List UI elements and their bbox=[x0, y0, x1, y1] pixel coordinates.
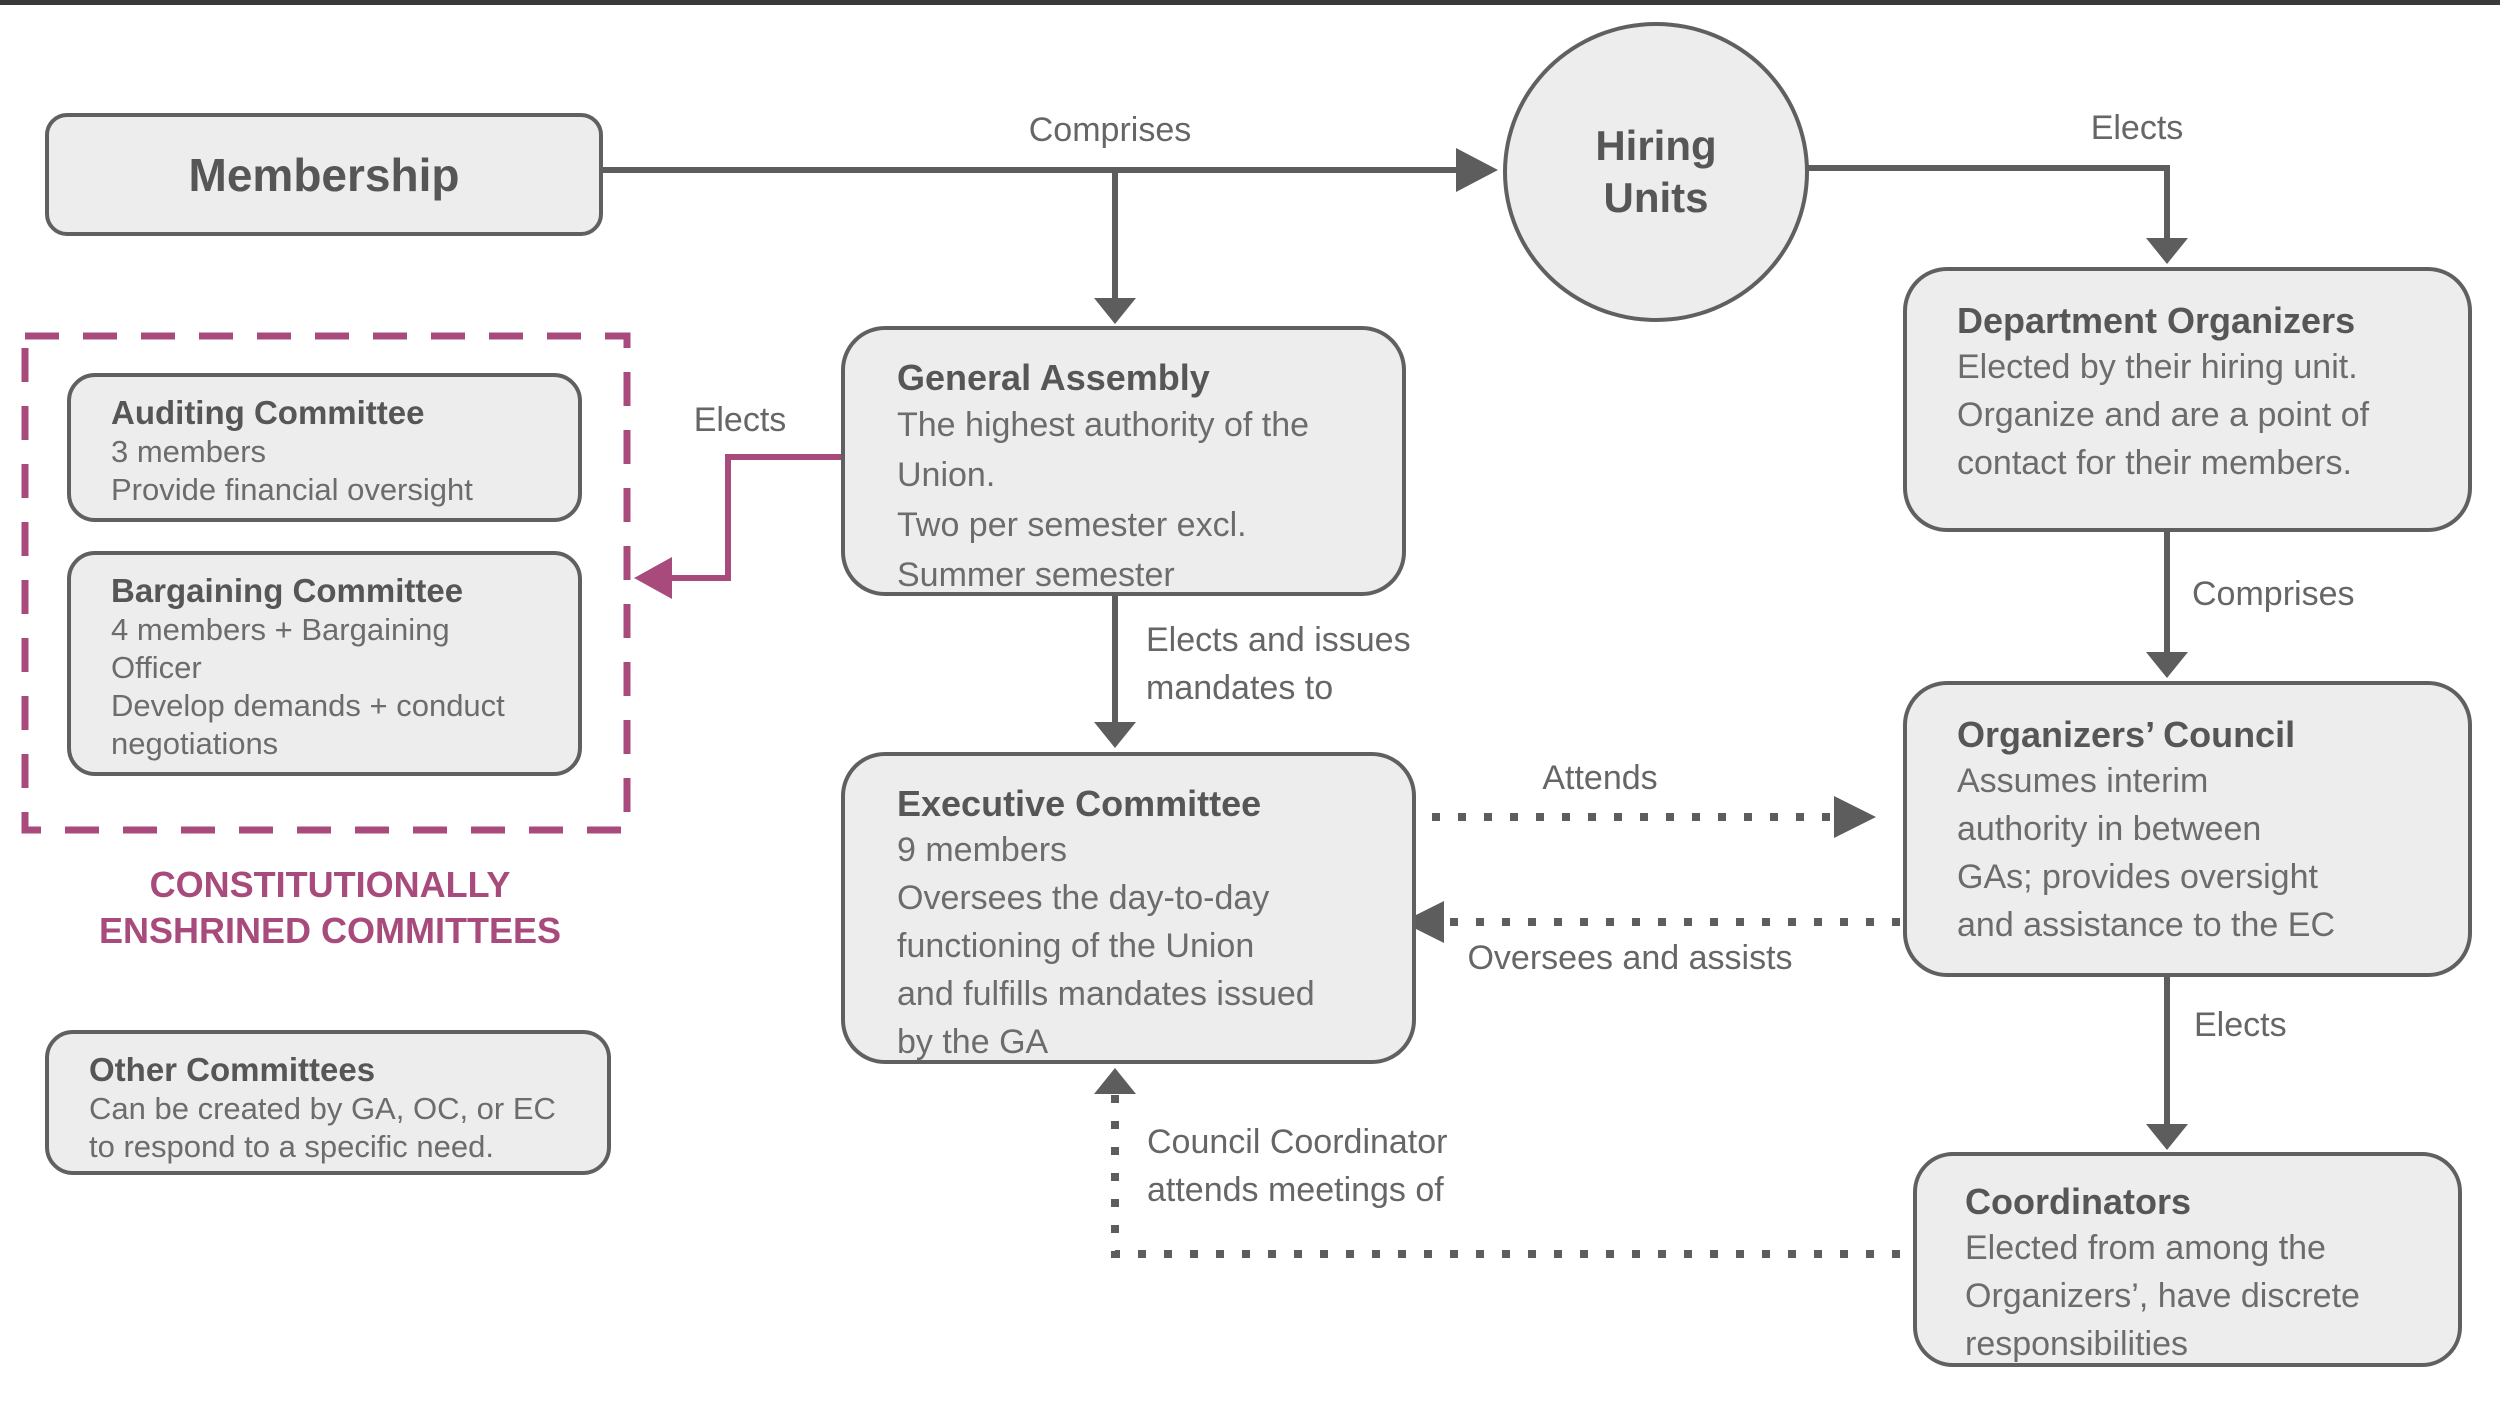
edge-label-attends: Attends bbox=[1542, 759, 1658, 797]
general-assembly-node: General Assembly The highest authority o… bbox=[841, 326, 1406, 596]
organizers-council-body-line: authority in between bbox=[1957, 810, 2262, 848]
edge-label-council-coordinator-line1: Council Coordinator bbox=[1147, 1123, 1448, 1161]
coordinators-node: Coordinators Elected from among the Orga… bbox=[1913, 1152, 2462, 1367]
arrowhead-up-icon bbox=[1094, 1068, 1136, 1094]
bargaining-committee-title: Bargaining Committee bbox=[111, 572, 464, 609]
edge-label-elects-mandates: Elects and issues mandates to bbox=[1146, 616, 1411, 712]
executive-committee-body-line: 9 members bbox=[897, 831, 1068, 869]
executive-committee-body-line: by the GA bbox=[897, 1023, 1049, 1061]
auditing-committee-body-line: 3 members bbox=[111, 434, 267, 469]
edge-label-elects-top-right: Elects bbox=[2090, 109, 2184, 147]
arrowhead-down-icon bbox=[2146, 1124, 2188, 1150]
organizers-council-body-line: GAs; provides oversight bbox=[1957, 858, 2318, 896]
general-assembly-body-line: Union. bbox=[897, 456, 996, 494]
executive-committee-body-line: Oversees the day-to-day bbox=[897, 879, 1270, 917]
auditing-committee-body-line: Provide financial oversight bbox=[111, 472, 473, 507]
arrowhead-down-icon bbox=[1094, 298, 1136, 324]
bargaining-committee-body-line: Develop demands + conduct bbox=[111, 688, 505, 723]
edge-label-elects-mandates-line1: Elects and issues bbox=[1146, 621, 1411, 659]
general-assembly-body-line: Two per semester excl. bbox=[897, 506, 1247, 544]
executive-committee-body-line: and fulfills mandates issued bbox=[897, 975, 1315, 1013]
bargaining-committee-body-line: negotiations bbox=[111, 726, 279, 761]
membership-title: Membership bbox=[188, 148, 460, 201]
bargaining-committee-node: Bargaining Committee 4 members + Bargain… bbox=[67, 551, 582, 776]
other-committees-title: Other Committees bbox=[89, 1051, 376, 1088]
other-committees-body-line: Can be created by GA, OC, or EC bbox=[89, 1091, 556, 1126]
edge-label-council-coordinator-line2: attends meetings of bbox=[1147, 1171, 1444, 1209]
coordinators-body-line: responsibilities bbox=[1965, 1325, 2188, 1363]
hiring-units-title-line1: Hiring bbox=[1595, 122, 1717, 169]
bargaining-committee-body-line: Officer bbox=[111, 650, 202, 685]
general-assembly-body-line: Summer semester bbox=[897, 556, 1175, 594]
membership-node: Membership bbox=[45, 113, 603, 236]
edge-label-comprises-top: Comprises bbox=[1028, 111, 1192, 149]
executive-committee-node: Executive Committee 9 members Oversees t… bbox=[841, 752, 1416, 1064]
edge-hiring-to-department-organizers bbox=[1807, 165, 2170, 238]
general-assembly-title: General Assembly bbox=[897, 357, 1210, 398]
auditing-committee-title: Auditing Committee bbox=[111, 394, 425, 431]
organizers-council-body-line: Assumes interim bbox=[1957, 762, 2209, 800]
organizers-council-body-line: and assistance to the EC bbox=[1957, 906, 2336, 944]
department-organizers-title: Department Organizers bbox=[1957, 300, 2356, 341]
edge-ga-elects-committees bbox=[672, 454, 841, 581]
arrowhead-left-pink-icon bbox=[634, 557, 672, 599]
caption-line2: ENSHRINED COMMITTEES bbox=[98, 910, 562, 951]
constitutional-committees-dashed-frame bbox=[21, 332, 631, 834]
auditing-committee-node: Auditing Committee 3 members Provide fin… bbox=[67, 373, 582, 522]
edge-label-elects-ga: Elects bbox=[693, 401, 787, 439]
other-committees-node: Other Committees Can be created by GA, O… bbox=[45, 1030, 611, 1175]
arrowhead-right-icon bbox=[1456, 148, 1498, 192]
executive-committee-body-line: functioning of the Union bbox=[897, 927, 1255, 965]
edge-label-elects-mandates-line2: mandates to bbox=[1146, 669, 1334, 707]
department-organizers-body-line: Organize and are a point of bbox=[1957, 396, 2370, 434]
arrowhead-left-icon bbox=[1402, 901, 1444, 943]
edge-coordinator-attends-ec bbox=[1111, 1094, 1900, 1258]
bargaining-committee-body-line: 4 members + Bargaining bbox=[111, 612, 450, 647]
executive-committee-title: Executive Committee bbox=[897, 783, 1262, 824]
arrowhead-down-icon bbox=[2146, 652, 2188, 678]
edge-label-oversees-and-assists: Oversees and assists bbox=[1467, 939, 1793, 977]
other-committees-body-line: to respond to a specific need. bbox=[89, 1129, 494, 1164]
hiring-units-title-line2: Units bbox=[1603, 174, 1709, 221]
coordinators-body-line: Elected from among the bbox=[1965, 1229, 2326, 1267]
organizers-council-node: Organizers’ Council Assumes interim auth… bbox=[1903, 681, 2472, 977]
organizers-council-title: Organizers’ Council bbox=[1957, 714, 2296, 755]
edge-label-council-coordinator: Council Coordinator attends meetings of bbox=[1147, 1118, 1448, 1214]
constitutionally-enshrined-caption: CONSTITUTIONALLY ENSHRINED COMMITTEES bbox=[40, 862, 620, 954]
top-border-line bbox=[0, 0, 2500, 5]
department-organizers-body-line: contact for their members. bbox=[1957, 444, 2352, 482]
hiring-units-node: Hiring Units bbox=[1503, 22, 1809, 322]
arrowhead-right-icon bbox=[1834, 796, 1876, 838]
edge-label-elects-right-bottom: Elects bbox=[2194, 1006, 2287, 1044]
arrowhead-down-icon bbox=[2146, 238, 2188, 264]
caption-line1: CONSTITUTIONALLY bbox=[149, 864, 511, 905]
department-organizers-node: Department Organizers Elected by their h… bbox=[1903, 267, 2472, 532]
general-assembly-body-line: The highest authority of the bbox=[897, 406, 1310, 444]
coordinators-body-line: Organizers’, have discrete bbox=[1965, 1277, 2360, 1315]
coordinators-title: Coordinators bbox=[1965, 1181, 2192, 1222]
edge-label-comprises-right: Comprises bbox=[2192, 575, 2355, 613]
arrowhead-down-icon bbox=[1094, 722, 1136, 748]
department-organizers-body-line: Elected by their hiring unit. bbox=[1957, 348, 2358, 386]
